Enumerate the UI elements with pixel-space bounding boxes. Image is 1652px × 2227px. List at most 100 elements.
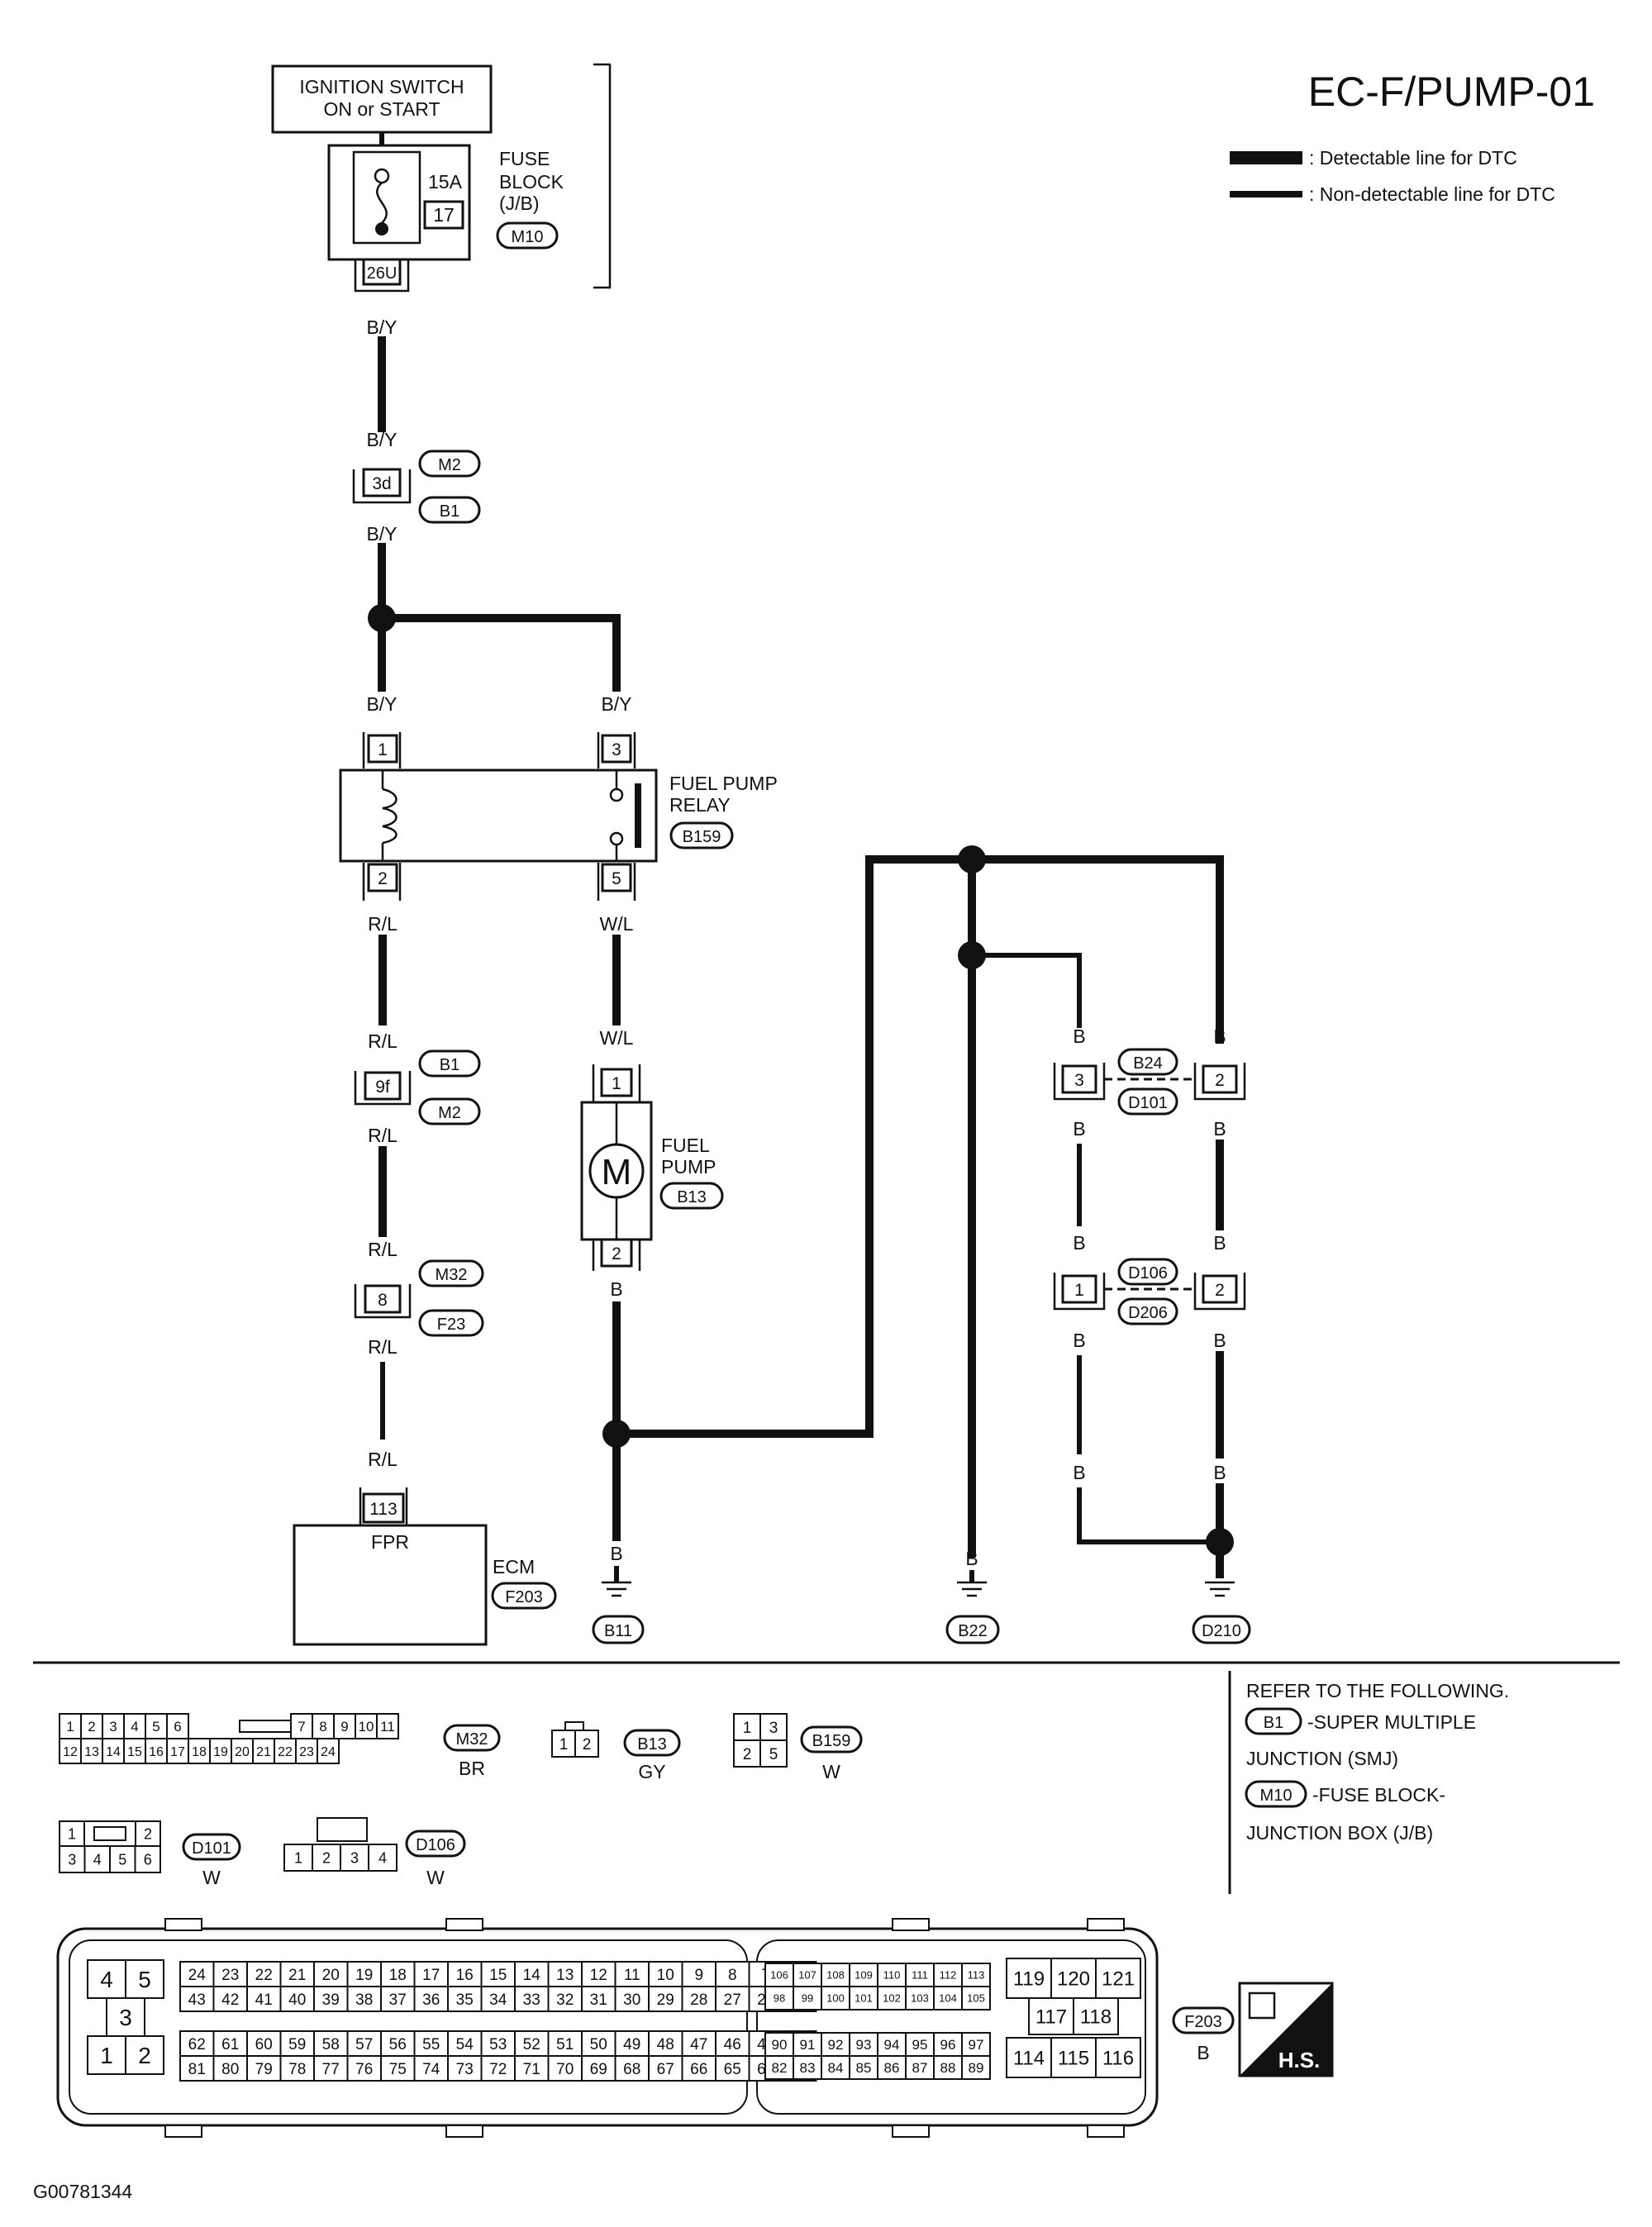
f203-pin-label: 83 — [800, 2060, 816, 2076]
m32-pin-label: 3 — [109, 1719, 117, 1734]
fuel-pump-relay-body — [339, 769, 658, 863]
d101-pin — [59, 1845, 86, 1873]
f203-pin-label: 78 — [288, 2061, 306, 2078]
f203-pin-label: 81 — [188, 2061, 206, 2078]
f203-pin-label: 55 — [422, 2036, 440, 2053]
ecm-code: F203 — [505, 1588, 543, 1606]
f203-pin — [246, 1961, 282, 1987]
f203-pin-label: 28 — [690, 1991, 707, 2009]
f203-pin-label: 41 — [255, 1991, 273, 2009]
d106-pin-label: 4 — [378, 1849, 387, 1866]
f203-pin — [614, 2030, 650, 2057]
f203-pin-label: 118 — [1080, 2006, 1112, 2029]
f203-pin-label: 95 — [912, 2037, 928, 2053]
connector-9f — [364, 1071, 402, 1101]
f203-pin — [125, 1959, 164, 1999]
f203-pin-label: 31 — [590, 1991, 607, 2009]
f203-pin-label: 3 — [119, 2005, 132, 2030]
f203-pin-label: 84 — [828, 2060, 844, 2076]
m32-pin-label: 10 — [359, 1719, 374, 1734]
b13-pin — [574, 1730, 599, 1758]
f203-pin — [581, 2030, 617, 2057]
f203-pin — [87, 1959, 126, 1999]
f203-pin — [447, 2055, 483, 2082]
f203-pin — [905, 1986, 935, 2010]
m32-pin-label: 19 — [213, 1745, 228, 1759]
m32-pin-label: 8 — [319, 1719, 326, 1734]
f203-pin-label: 51 — [556, 2036, 574, 2053]
pump-code-badge — [659, 1182, 724, 1210]
f203-pin-label: 79 — [255, 2061, 273, 2078]
wire-color-label: B — [965, 1548, 978, 1569]
f203-pin-label: 121 — [1102, 1968, 1135, 1991]
f203-pin — [106, 1997, 145, 2037]
f203-badge — [1172, 2006, 1235, 2034]
f203-pin-label: 56 — [389, 2036, 407, 2053]
f203-pin — [514, 1961, 550, 1987]
f203-pin — [715, 2055, 750, 2082]
m32-pin-label: 2 — [88, 1719, 95, 1734]
connector-d106-pin — [1061, 1274, 1097, 1304]
f203-pin — [1050, 1958, 1097, 1999]
fuse-terminal-number: 26U — [367, 264, 398, 283]
f203-latch — [1087, 2125, 1125, 2138]
motor-icon — [588, 1143, 645, 1199]
m32-badge — [443, 1724, 501, 1752]
connector-d101-pin — [1202, 1064, 1238, 1094]
relay-switch-bar — [635, 783, 641, 848]
f203-pin-label: 109 — [855, 1969, 873, 1982]
relay-pin-1 — [367, 734, 398, 764]
fuse-block-label-2: BLOCK — [499, 171, 564, 193]
wire-color-label: B — [1073, 1232, 1085, 1254]
f203-pin — [212, 2055, 248, 2082]
figure-id: G00781344 — [33, 2181, 132, 2202]
f203-pin — [581, 2055, 617, 2082]
f203-pin — [961, 1963, 991, 1987]
f203-pin-label: 15 — [489, 1967, 507, 1984]
f203-pin — [346, 1961, 382, 1987]
f203-pin-label: 103 — [911, 1992, 929, 2005]
f203-pin — [480, 1986, 516, 2012]
refer-b1-text: -SUPER MULTIPLE — [1307, 1711, 1476, 1733]
fuel-pump-relay-label-1: FUEL PUMP — [669, 773, 778, 794]
f203-latch — [892, 2125, 930, 2138]
d101-pin-label: 5 — [118, 1851, 126, 1868]
legend: : Detectable line for DTC : Non-detectab… — [1230, 147, 1555, 205]
ecm-terminal-number: 113 — [369, 1500, 397, 1519]
refer-m10-text-2: JUNCTION BOX (J/B) — [1246, 1822, 1433, 1844]
f203-pin — [764, 1986, 794, 2010]
f203-pin-label: 91 — [800, 2037, 816, 2053]
wire-color-label: B/Y — [366, 693, 397, 715]
f203-pin-label: 119 — [1013, 1968, 1045, 1991]
m32-pin — [80, 1738, 103, 1764]
wire-color-label: R/L — [368, 1030, 398, 1052]
wire-color-label: R/L — [368, 1239, 398, 1260]
refer-b1-text-2: JUNCTION (SMJ) — [1246, 1748, 1398, 1769]
f203-pin-label: 96 — [940, 2037, 956, 2053]
svg-text:5: 5 — [612, 869, 621, 888]
m32-badge-code: M32 — [456, 1730, 488, 1749]
f203-pin — [681, 2055, 717, 2082]
f203-pin — [279, 1961, 315, 1987]
svg-text:1: 1 — [1074, 1281, 1084, 1300]
f203-pin-label: 29 — [657, 1991, 674, 2009]
f203-pin-label: 57 — [355, 2036, 373, 2053]
wire-color-label: B — [610, 1278, 622, 1300]
f203-latch — [445, 2125, 483, 2138]
wire-color-label: B/Y — [601, 693, 631, 715]
f203-pin-label: 16 — [456, 1967, 474, 1984]
fuse-number: 17 — [433, 204, 455, 226]
ecm-label: ECM — [493, 1556, 535, 1577]
m32-pin-label: 9 — [340, 1719, 348, 1734]
d101-pin-label: 6 — [144, 1851, 152, 1868]
svg-text:2: 2 — [1215, 1071, 1225, 1090]
motor-symbol: M — [602, 1152, 632, 1192]
pump-code: B13 — [677, 1188, 707, 1206]
f203-pin — [279, 2055, 315, 2082]
d106-pin-label: 1 — [294, 1849, 302, 1866]
ignition-switch-box — [271, 64, 493, 134]
f203-pin — [961, 1986, 991, 2010]
f203-latch — [892, 1918, 930, 1931]
f203-pin-label: 85 — [856, 2060, 872, 2076]
connector-code: B1 — [440, 502, 459, 521]
